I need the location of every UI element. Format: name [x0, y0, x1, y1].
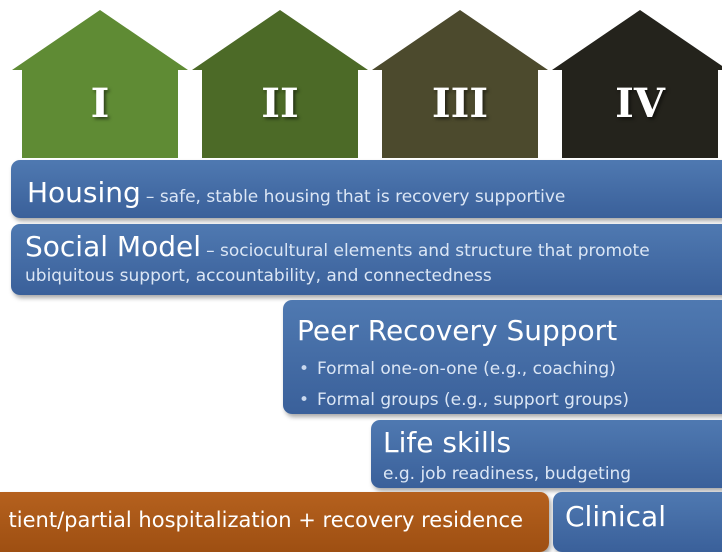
social-model-bar: Social Model – sociocultural elements an…: [11, 224, 722, 295]
housing-bar: Housing – safe, stable housing that is r…: [11, 160, 722, 218]
house-numeral: II: [261, 80, 299, 127]
clinical-title: Clinical: [565, 500, 666, 533]
house-level-3: III: [370, 8, 550, 158]
house-level-1: I: [10, 8, 190, 158]
house-icon: [12, 10, 188, 158]
life-skills-title: Life skills: [383, 426, 512, 459]
peer-recovery-title: Peer Recovery Support: [297, 314, 618, 347]
life-skills-bar: Life skills e.g. job readiness, budgetin…: [371, 420, 722, 488]
housing-title: Housing: [27, 176, 141, 209]
peer-recovery-bar: Peer Recovery Support Formal one-on-one …: [283, 300, 722, 414]
list-item: Formal groups (e.g., support groups): [299, 385, 722, 414]
outpatient-bar: tient/partial hospitalization + recovery…: [0, 492, 549, 552]
house-level-2: II: [190, 8, 370, 158]
house-icon: [552, 10, 722, 158]
list-item: Formal one-on-one (e.g., coaching): [299, 354, 722, 385]
housing-desc: – safe, stable housing that is recovery …: [145, 187, 566, 207]
outpatient-text: tient/partial hospitalization + recovery…: [8, 508, 523, 532]
house-icon: [372, 10, 548, 158]
house-numeral: III: [431, 80, 489, 127]
house-icon: [192, 10, 368, 158]
peer-recovery-list: Formal one-on-one (e.g., coaching) Forma…: [297, 354, 722, 414]
house-numeral: IV: [615, 80, 665, 127]
life-skills-desc: e.g. job readiness, budgeting: [383, 464, 632, 484]
clinical-bar: Clinical: [553, 492, 722, 552]
social-model-desc-line1: – sociocultural elements and structure t…: [206, 241, 650, 261]
social-model-desc-line2: ubiquitous support, accountability, and …: [25, 266, 492, 286]
social-model-title: Social Model: [25, 230, 201, 263]
house-numeral: I: [90, 80, 110, 127]
house-level-4: IV: [550, 8, 722, 158]
